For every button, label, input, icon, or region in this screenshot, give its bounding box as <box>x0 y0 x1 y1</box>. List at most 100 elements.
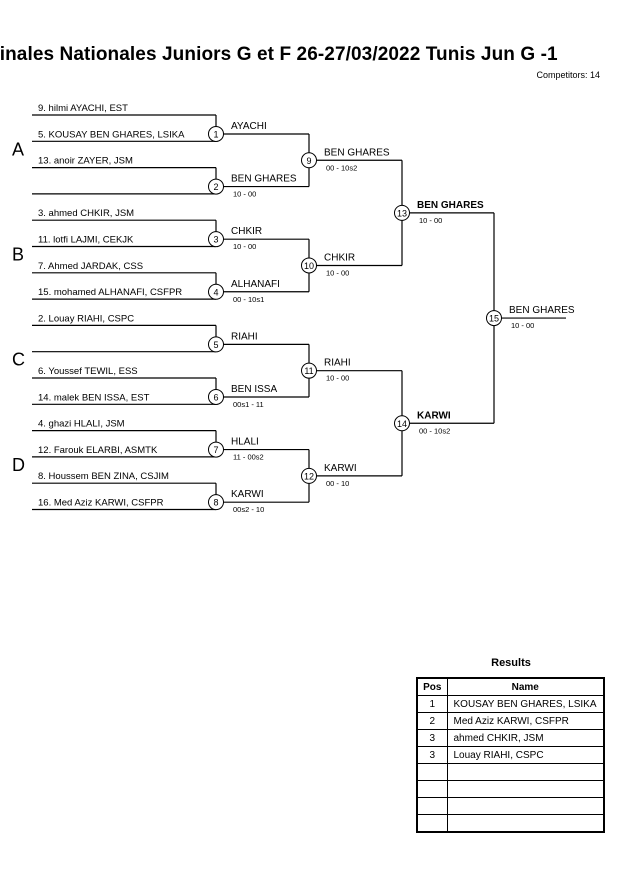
match-score: 10 - 00 <box>326 374 349 383</box>
match-number: 10 <box>304 261 314 271</box>
results-pos: 3 <box>416 746 448 764</box>
match-winner: BEN ISSA <box>231 384 277 395</box>
match-number: 9 <box>306 156 311 166</box>
match-number-circle <box>486 310 502 327</box>
results-pos <box>416 797 448 815</box>
match-number-circle <box>301 257 317 274</box>
match-number: 15 <box>489 314 499 324</box>
match-number: 4 <box>213 287 218 297</box>
results-pos: 1 <box>416 695 448 713</box>
match-score: 10 - 00 <box>511 321 534 330</box>
results-pos: 3 <box>416 729 448 747</box>
match-winner: BEN GHARES <box>324 147 390 158</box>
match-score: 00s2 - 10 <box>233 505 264 514</box>
page-title: Finales Nationales Juniors G et F 26-27/… <box>0 44 558 65</box>
results-name: KOUSAY BEN GHARES, LSIKA <box>446 695 605 713</box>
results-header-name: Name <box>446 677 605 696</box>
match-winner: KARWI <box>231 489 264 500</box>
match-score: 00 - 10 <box>326 479 349 488</box>
match-winner: KARWI <box>324 463 357 474</box>
results-name: Med Aziz KARWI, CSFPR <box>446 712 605 730</box>
match-winner: BEN GHARES <box>417 200 484 211</box>
results-name <box>446 780 605 798</box>
results-header-pos: Pos <box>416 677 448 696</box>
match-score: 10 - 00 <box>326 268 349 277</box>
results-name: ahmed CHKIR, JSM <box>446 729 605 747</box>
results-name <box>446 763 605 781</box>
match-number: 13 <box>397 208 407 218</box>
competitor-entry: 14. malek BEN ISSA, EST <box>38 392 150 403</box>
match-score: 11 - 00s2 <box>233 453 264 462</box>
match-score: 10 - 00 <box>233 242 256 251</box>
match-score: 00s1 - 11 <box>233 400 264 409</box>
competitor-entry: 15. mohamed ALHANAFI, CSFPR <box>38 287 182 298</box>
match-number: 7 <box>213 445 218 455</box>
competitor-entry: 4. ghazi HLALI, JSM <box>38 419 125 430</box>
match-number: 12 <box>304 471 314 481</box>
match-number: 1 <box>213 129 218 139</box>
pool-label: B <box>12 245 24 265</box>
match-number-circle <box>208 231 224 248</box>
results-pos <box>416 780 448 798</box>
results-pos: 2 <box>416 712 448 730</box>
competitor-entry: 5. KOUSAY BEN GHARES, LSIKA <box>38 129 185 140</box>
match-score: 00 - 10s2 <box>419 426 450 435</box>
match-number-circle <box>208 441 224 458</box>
match-winner: HLALI <box>231 437 259 448</box>
match-number-circle <box>301 362 317 379</box>
pool-label: C <box>12 350 25 370</box>
match-number: 5 <box>213 340 218 350</box>
match-number-circle <box>301 467 317 484</box>
results-pos <box>416 763 448 781</box>
match-number-circle <box>301 152 317 169</box>
match-score: 00 - 10s2 <box>326 163 357 172</box>
competitors-count: Competitors: 14 <box>536 70 600 80</box>
match-number-circle <box>208 388 224 405</box>
match-winner: BEN GHARES <box>509 305 575 316</box>
match-winner: CHKIR <box>231 226 262 237</box>
match-score: 10 - 00 <box>233 190 256 199</box>
match-number: 2 <box>213 182 218 192</box>
results-row <box>416 814 605 833</box>
match-winner: KARWI <box>417 410 451 421</box>
match-winner: RIAHI <box>324 358 351 369</box>
match-number-circle <box>208 283 224 300</box>
match-number-circle <box>208 494 224 511</box>
match-winner: ALHANAFI <box>231 279 280 290</box>
competitor-entry: 13. anoir ZAYER, JSM <box>38 156 133 167</box>
match-number-circle <box>394 415 410 432</box>
results-name <box>446 814 605 833</box>
results-name: Louay RIAHI, CSPC <box>446 746 605 764</box>
match-winner: AYACHI <box>231 121 267 132</box>
results-row <box>416 780 605 798</box>
results-pos <box>416 814 448 833</box>
competitor-entry: 9. hilmi AYACHI, EST <box>38 103 128 114</box>
pool-label: D <box>12 455 25 475</box>
match-number: 14 <box>397 419 407 429</box>
competitor-entry: 3. ahmed CHKIR, JSM <box>38 208 134 219</box>
competitor-entry: 6. Youssef TEWIL, ESS <box>38 366 138 377</box>
match-number: 11 <box>304 366 313 376</box>
match-number: 3 <box>213 235 218 245</box>
results-row <box>416 797 605 815</box>
match-number: 8 <box>213 498 218 508</box>
results-title: Results <box>491 657 531 669</box>
match-number-circle <box>394 204 410 221</box>
match-number-circle <box>208 336 224 353</box>
competitor-entry: 12. Farouk ELARBI, ASMTK <box>38 445 158 456</box>
competitor-entry: 8. Houssem BEN ZINA, CSJIM <box>38 471 169 482</box>
match-number: 6 <box>213 392 218 402</box>
match-winner: BEN GHARES <box>231 174 297 185</box>
competitor-entry: 11. lotfi LAJMI, CEKJK <box>38 235 134 246</box>
match-number-circle <box>208 125 224 142</box>
competitor-entry: 7. Ahmed JARDAK, CSS <box>38 261 143 272</box>
match-score: 10 - 00 <box>419 216 442 225</box>
results-header-row: Pos Name <box>416 677 605 696</box>
match-winner: CHKIR <box>324 252 355 263</box>
competitor-entry: 16. Med Aziz KARWI, CSFPR <box>38 498 164 509</box>
competitor-entry: 2. Louay RIAHI, CSPC <box>38 313 134 324</box>
